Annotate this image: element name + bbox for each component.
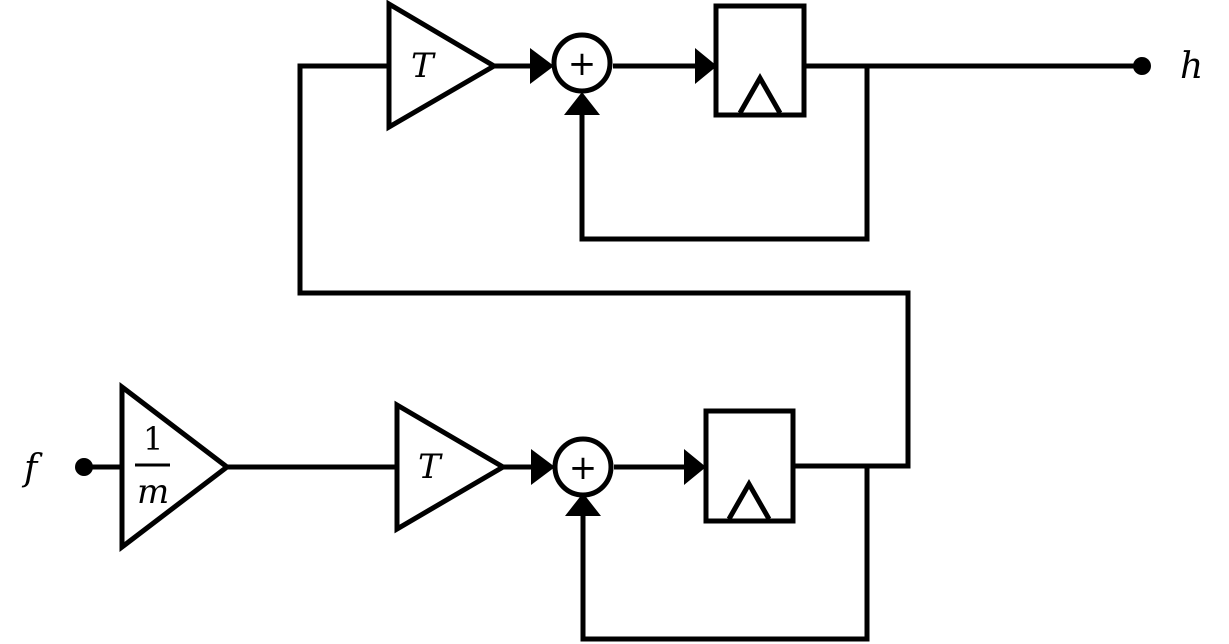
lower-gain: T	[394, 400, 508, 534]
inverse-mass-triangle	[119, 381, 232, 553]
lower-sum-sign: +	[569, 448, 598, 488]
upper-gain-label: T	[411, 46, 436, 86]
input-label: f	[21, 448, 43, 489]
inverse-mass-denominator: m	[137, 472, 169, 512]
upper-gain-triangle	[386, 0, 499, 132]
inverse-mass-numerator: 1	[143, 420, 163, 458]
upper-summing-junction: +	[551, 32, 613, 94]
inverse-mass-gain: 1 m	[119, 381, 232, 553]
wire-lower-feedback	[580, 466, 870, 642]
arrowhead-lower-sum-input	[531, 449, 555, 485]
lower-delay-block	[703, 408, 796, 524]
arrowhead-lower-delay-input	[684, 449, 706, 485]
lower-sum-circle	[552, 436, 614, 498]
wire-upper-feedback	[579, 66, 870, 242]
lower-gain-triangle	[394, 400, 508, 534]
wire-lower-delay-to-upper-gain	[297, 63, 911, 469]
input-terminal	[75, 458, 93, 476]
arrowhead-lower-feedback	[565, 493, 601, 516]
lower-delay-box	[703, 408, 796, 524]
upper-gain: T	[386, 0, 499, 132]
output-label: h	[1180, 46, 1203, 87]
arrowhead-upper-feedback	[564, 92, 600, 115]
lower-gain-label: T	[418, 447, 443, 487]
lower-clock-icon	[726, 478, 772, 521]
output-terminal	[1133, 57, 1151, 75]
arrowhead-upper-sum-input	[530, 48, 554, 84]
arrowhead-upper-delay-input	[695, 48, 717, 84]
lower-summing-junction: +	[552, 436, 614, 498]
upper-clock-icon	[737, 72, 783, 115]
upper-sum-circle	[551, 32, 613, 94]
upper-delay-block	[713, 3, 807, 118]
upper-sum-sign: +	[568, 44, 597, 84]
upper-delay-box	[713, 3, 807, 118]
